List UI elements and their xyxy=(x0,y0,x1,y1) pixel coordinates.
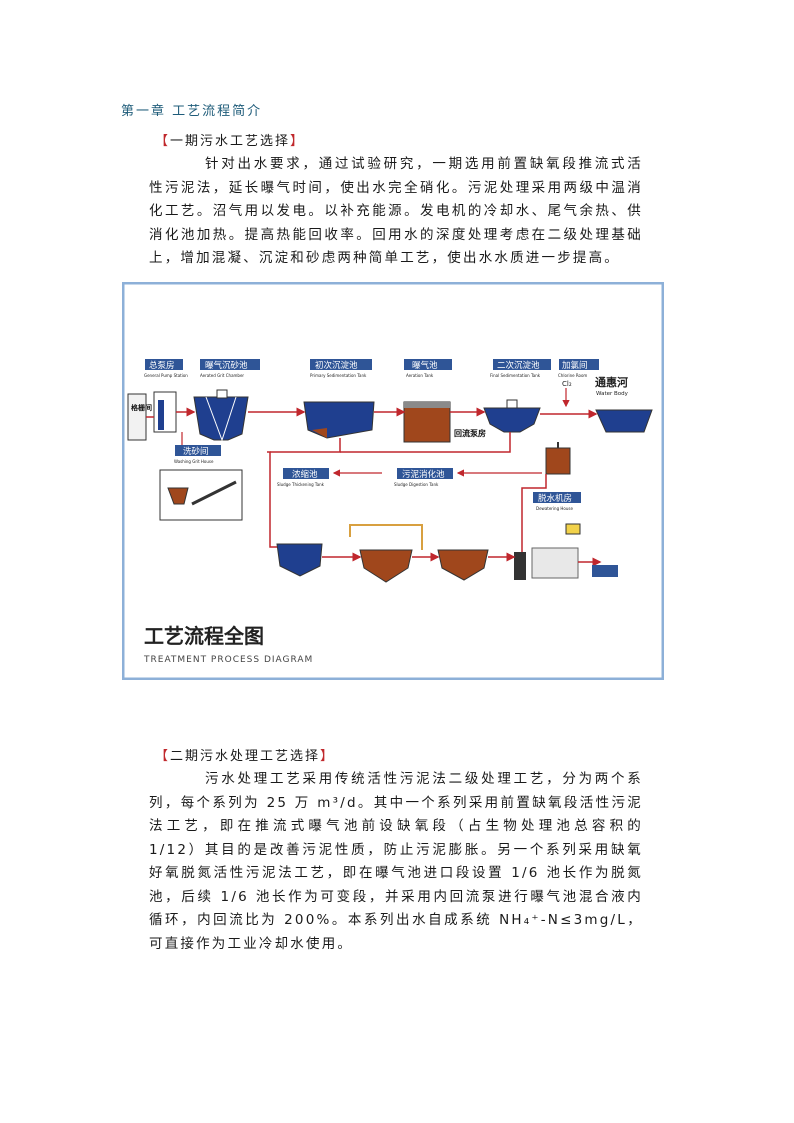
label-washing: 洗砂间 Washing Grit House xyxy=(174,445,221,464)
section2-heading: 【二期污水处理工艺选择】 xyxy=(155,745,335,764)
final-tank xyxy=(483,407,541,433)
digester-2 xyxy=(437,549,489,581)
cl2-label: Cl₂ xyxy=(562,380,572,388)
grit-label-en: Aerated Grit Chamber xyxy=(200,373,244,378)
process-diagram: 总泵房 General Pump Station 曝气沉砂池 Aerated G… xyxy=(122,282,664,680)
aeration-label-en: Aeration Tank xyxy=(406,373,434,378)
return-label: 回流泵房 xyxy=(454,428,486,438)
pump-label-en: General Pump Station xyxy=(144,373,188,378)
aeration-label: 曝气池 xyxy=(412,360,438,371)
bracket-open: 【 xyxy=(155,134,171,149)
label-grit: 曝气沉砂池 Aerated Grit Chamber xyxy=(200,359,260,378)
chapter-title: 第一章 工艺流程简介 xyxy=(121,104,263,119)
dewatering-machine xyxy=(514,552,526,580)
digestion-label: 污泥消化池 xyxy=(402,469,445,480)
chlorine-label-en: Chlorine Room xyxy=(558,373,587,378)
section2-body: 污水处理工艺采用传统活性污泥法二级处理工艺，分为两个系列，每个系列为 25 万 … xyxy=(149,768,643,956)
primary-label-en: Primary Sedimentation Tank xyxy=(310,373,367,378)
section1-heading: 【一期污水工艺选择】 xyxy=(155,130,305,149)
thickening-tank xyxy=(276,543,323,577)
label-chlorine: 加氯间 Chlorine Room xyxy=(558,359,599,378)
dewatering-label: 脱水机房 xyxy=(538,493,572,504)
washing-label: 洗砂间 xyxy=(183,446,209,457)
digester-1 xyxy=(359,549,413,583)
final-label: 二次沉淀池 xyxy=(497,360,540,371)
diagram-title: 工艺流程全图 xyxy=(144,624,264,648)
label-aeration: 曝气池 Aeration Tank xyxy=(404,359,452,378)
river-body xyxy=(595,409,653,433)
pump-station xyxy=(153,391,177,433)
grit-chamber xyxy=(193,396,249,441)
gas-holder xyxy=(545,447,571,475)
label-thickening: 浓缩池 Sludge Thickening Tank xyxy=(277,468,329,487)
section2-paragraph: 污水处理工艺采用传统活性污泥法二级处理工艺，分为两个系列，每个系列为 25 万 … xyxy=(149,771,643,952)
river-label: 通惠河 xyxy=(595,375,628,389)
digestion-label-en: Sludge Digestion Tank xyxy=(394,482,439,487)
label-digestion: 污泥消化池 Sludge Digestion Tank xyxy=(394,468,453,487)
dewatering-label-en: Dewatering House xyxy=(536,506,573,511)
diagram-title-en: TREATMENT PROCESS DIAGRAM xyxy=(143,655,313,665)
sludge-pipe xyxy=(267,451,277,548)
screen-house xyxy=(127,393,147,441)
thickening-label-en: Sludge Thickening Tank xyxy=(277,482,325,487)
river-label-en: Water Body xyxy=(596,391,629,397)
truck xyxy=(592,565,618,577)
thickening-label: 浓缩池 xyxy=(292,469,318,480)
section1-paragraph: 针对出水要求，通过试验研究，一期选用前置缺氧段推流式活性污泥法，延长曝气时间，使… xyxy=(149,156,643,266)
washing-label-en: Washing Grit House xyxy=(174,459,214,464)
section2-heading-text: 二期污水处理工艺选择 xyxy=(170,749,321,764)
bracket-open-2: 【 xyxy=(155,749,171,764)
screen-label: 格栅间 xyxy=(131,403,152,412)
section1-heading-text: 一期污水工艺选择 xyxy=(170,134,291,149)
label-final: 二次沉淀池 Final Sedimentation Tank xyxy=(490,359,551,378)
section1-body: 针对出水要求，通过试验研究，一期选用前置缺氧段推流式活性污泥法，延长曝气时间，使… xyxy=(149,153,643,271)
primary-label: 初次沉淀池 xyxy=(315,360,358,371)
chlorine-label: 加氯间 xyxy=(562,360,588,371)
grit-label: 曝气沉砂池 xyxy=(205,360,248,371)
dewatering-press xyxy=(531,547,579,579)
label-dewatering: 脱水机房 Dewatering House xyxy=(533,492,581,511)
bracket-close: 】 xyxy=(290,134,306,149)
label-pump: 总泵房 General Pump Station xyxy=(144,359,188,378)
final-label-en: Final Sedimentation Tank xyxy=(490,373,541,378)
washing-house xyxy=(159,469,243,521)
label-primary: 初次沉淀池 Primary Sedimentation Tank xyxy=(310,359,372,378)
bracket-close-2: 】 xyxy=(320,749,336,764)
pump-label: 总泵房 xyxy=(149,360,175,371)
